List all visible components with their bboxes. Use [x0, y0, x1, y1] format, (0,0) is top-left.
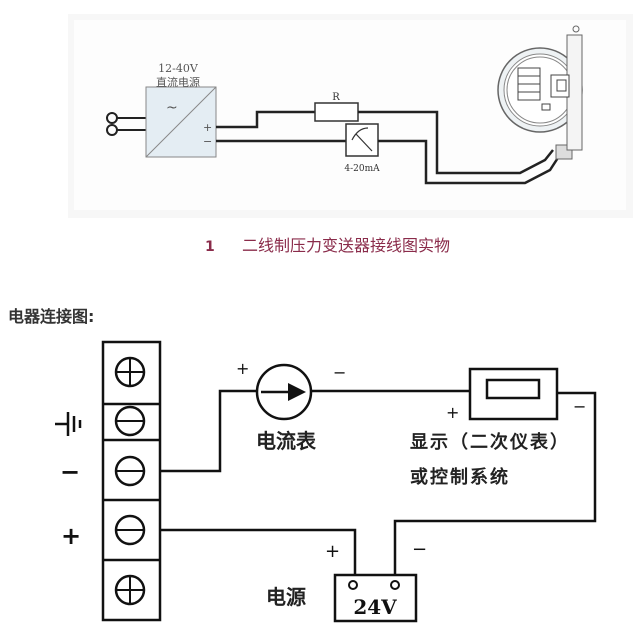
figure-1-caption: 二线制压力变送器接线图实物 [242, 236, 450, 255]
meter-needle-icon [351, 127, 373, 152]
supply-voltage-label: 12-40V [158, 62, 199, 75]
display-label-line1: 显示（二次仪表） [410, 431, 570, 453]
display-screen [485, 378, 541, 400]
figure-2-title: 电器连接图: [8, 307, 94, 326]
ac-symbol: ~ [166, 100, 178, 116]
terminal-screw-slot-icon [114, 514, 146, 546]
terminal-screw-cross-icon [114, 574, 146, 606]
ground-icon [55, 412, 82, 436]
power-terminal-icon [348, 580, 358, 590]
power-terminal-icon [390, 580, 400, 590]
display-plus: + [446, 403, 459, 422]
terminal-screw-cross-icon [114, 356, 146, 388]
power-supply-diagonal [145, 86, 217, 158]
wire-display-to-power-minus [393, 391, 597, 574]
caption-number: 1 [205, 239, 215, 255]
ammeter-label: 电流表 [256, 429, 317, 453]
resistor-label: R [332, 92, 340, 103]
wire-to-transmitter-2 [378, 139, 565, 185]
terminal-screw-slot-icon [114, 405, 146, 437]
arrow-icon [288, 383, 306, 401]
supply-minus-label: − [203, 135, 212, 148]
figure-2-electrical-connection: 电器连接图: − + + − 电流表 + − 显示（二次仪表） 或控制系统 24… [8, 307, 597, 623]
resistor-r [314, 102, 359, 122]
wire-minus-to-ammeter [160, 389, 258, 473]
display-instrument [468, 367, 559, 421]
figure-1-real-wiring: 12-40V 直流电源 ~ + − R 4-20mA 1 二线制压力变送 [68, 14, 633, 255]
display-minus: − [573, 397, 586, 416]
power-value: 24V [353, 595, 397, 619]
wire-to-transmitter-1 [358, 110, 554, 175]
ammeter-plus: + [236, 359, 249, 378]
supply-name-label: 直流电源 [156, 75, 200, 89]
power-supply-24v [333, 573, 418, 623]
terminal-plus-label: + [61, 522, 81, 550]
wire-positive [216, 110, 315, 129]
terminal-screw-slot-icon [114, 455, 146, 487]
ammeter-minus: − [333, 363, 346, 382]
terminal-minus-label: − [60, 458, 80, 486]
wire-plus-to-power [160, 528, 357, 574]
display-label-line2: 或控制系统 [410, 466, 510, 488]
power-label: 电源 [266, 585, 306, 609]
meter-range-label: 4-20mA [344, 164, 380, 174]
pressure-transmitter [497, 25, 583, 160]
power-minus: − [412, 539, 427, 560]
supply-plus-label: + [203, 121, 212, 134]
power-plus: + [325, 541, 340, 562]
